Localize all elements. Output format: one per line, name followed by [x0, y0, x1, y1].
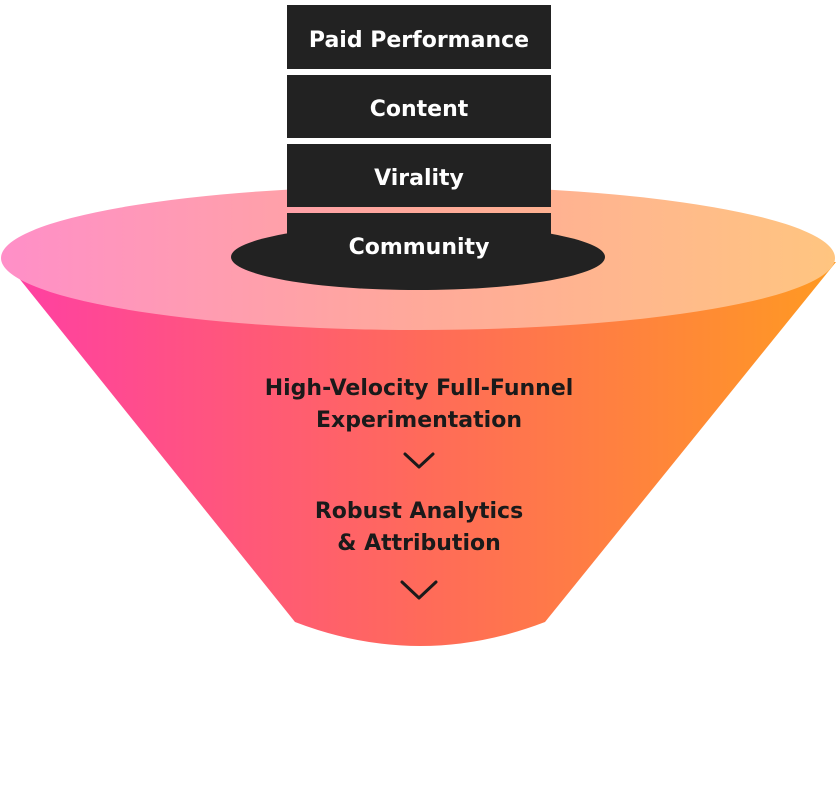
- stack-label-community: Community: [349, 235, 490, 260]
- stack-label-virality: Virality: [374, 166, 464, 191]
- stack-block-content: [287, 75, 551, 138]
- funnel-step-2-line-1: Robust Analytics: [315, 499, 523, 524]
- stack-block-virality: [287, 144, 551, 207]
- chevron-down-icon: [400, 580, 438, 600]
- stack-block-paid-performance: [287, 5, 551, 69]
- stack-blocks: [287, 5, 551, 257]
- stack-label-content: Content: [370, 97, 469, 122]
- stack-block-community: [287, 213, 551, 257]
- funnel-step-2-line-2: & Attribution: [337, 531, 501, 556]
- chevron-down-icon: [403, 452, 435, 469]
- funnel-body: [6, 262, 836, 646]
- funnel-step-1-line-2: Experimentation: [316, 408, 522, 433]
- stack-label-paid-performance: Paid Performance: [309, 28, 529, 53]
- funnel-step-1-line-1: High-Velocity Full-Funnel: [265, 376, 574, 401]
